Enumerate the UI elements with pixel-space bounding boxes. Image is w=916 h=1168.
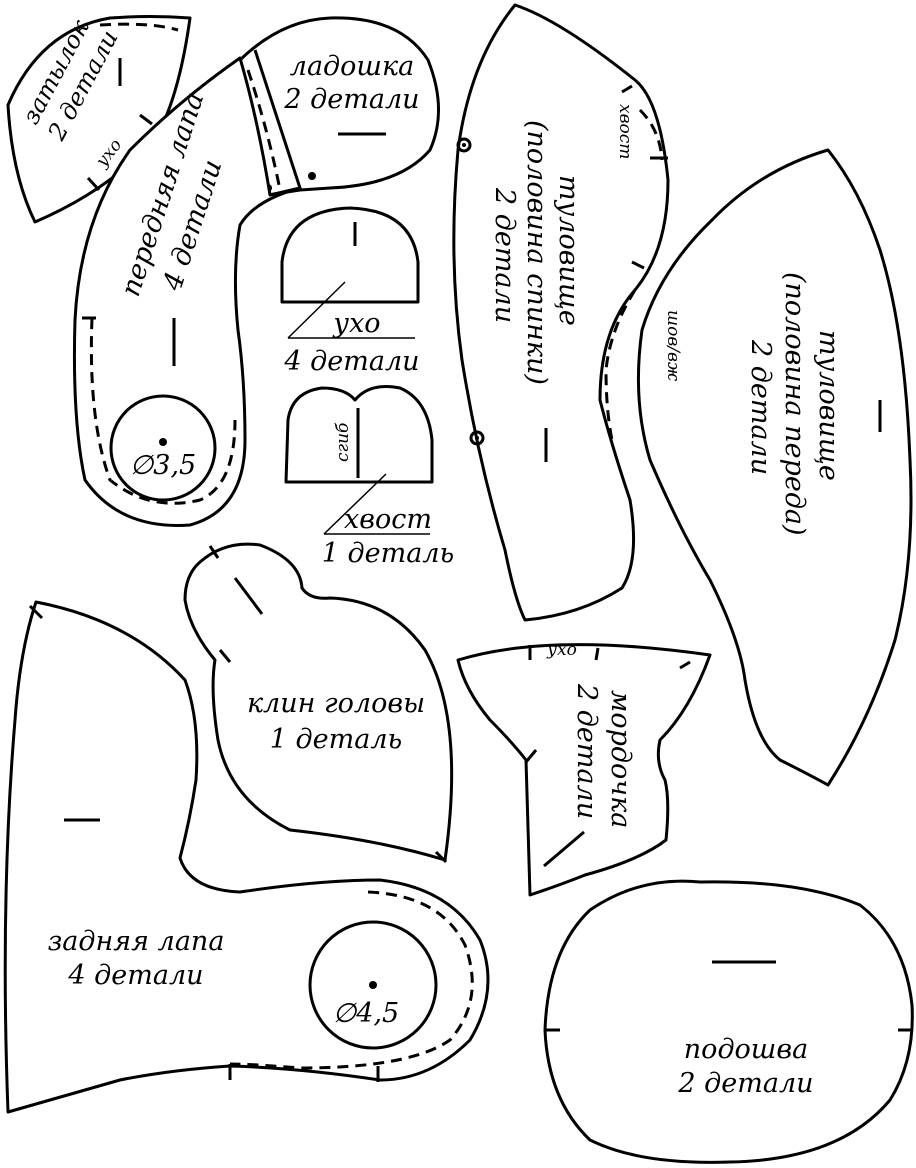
palm-name: ладошка <box>290 51 414 82</box>
hind-paw-circle <box>308 920 438 1050</box>
nape-piece: затылок 2 детали ухо <box>6 15 192 224</box>
head-wedge-count: 1 деталь <box>270 724 402 755</box>
tail-fold: сгиб <box>333 422 353 462</box>
hind-paw-count: 4 детали <box>67 960 203 991</box>
body-front-line2: (половина переда) <box>779 272 810 536</box>
body-back-line2: (половина спинки) <box>521 120 552 385</box>
ear-name: ухо <box>332 308 380 339</box>
body-back-line1: туловище <box>553 175 584 326</box>
tail-name: хвост <box>344 504 432 535</box>
ear-piece: ухо 4 детали <box>280 206 420 377</box>
body-back-count: 2 детали <box>489 187 520 323</box>
palm-count: 2 детали <box>283 84 419 115</box>
sole-name: подошва <box>684 1034 808 1065</box>
ear-count: 4 детали <box>283 346 419 377</box>
body-back-tail: хвост <box>615 104 635 159</box>
body-front-count: 2 детали <box>745 339 776 475</box>
body-front-line1: туловище <box>813 330 844 481</box>
tail-count: 1 деталь <box>322 538 454 569</box>
muzzle-piece: ухо мордочка 2 детали <box>456 640 712 897</box>
body-back-piece: хвост туловище (половина спинки) 2 детал… <box>452 3 670 622</box>
muzzle-count: 2 детали <box>571 683 602 819</box>
tail-piece: сгиб хвост 1 деталь <box>284 385 454 569</box>
palm-piece: ладошка 2 детали <box>236 16 440 197</box>
hind-paw-piece: ∅4,5 задняя лапа 4 детали <box>3 600 490 1114</box>
head-wedge-piece: клин головы 1 деталь <box>183 542 454 864</box>
front-paw-circle <box>109 394 217 502</box>
muzzle-name: мордочка <box>605 690 636 828</box>
front-paw-diameter: ∅3,5 <box>130 450 196 481</box>
body-front-seam: шов/вж <box>663 310 683 382</box>
body-front-piece: шов/вж туловище (половина переда) 2 дета… <box>636 148 913 787</box>
muzzle-ear-label: ухо <box>546 640 577 660</box>
hind-paw-name: задняя лапа <box>48 926 225 957</box>
sole-piece: подошва 2 детали <box>543 879 914 1164</box>
head-wedge-name: клин головы <box>247 688 425 719</box>
sole-count: 2 детали <box>677 1068 813 1099</box>
hind-paw-diameter: ∅4,5 <box>333 998 399 1029</box>
